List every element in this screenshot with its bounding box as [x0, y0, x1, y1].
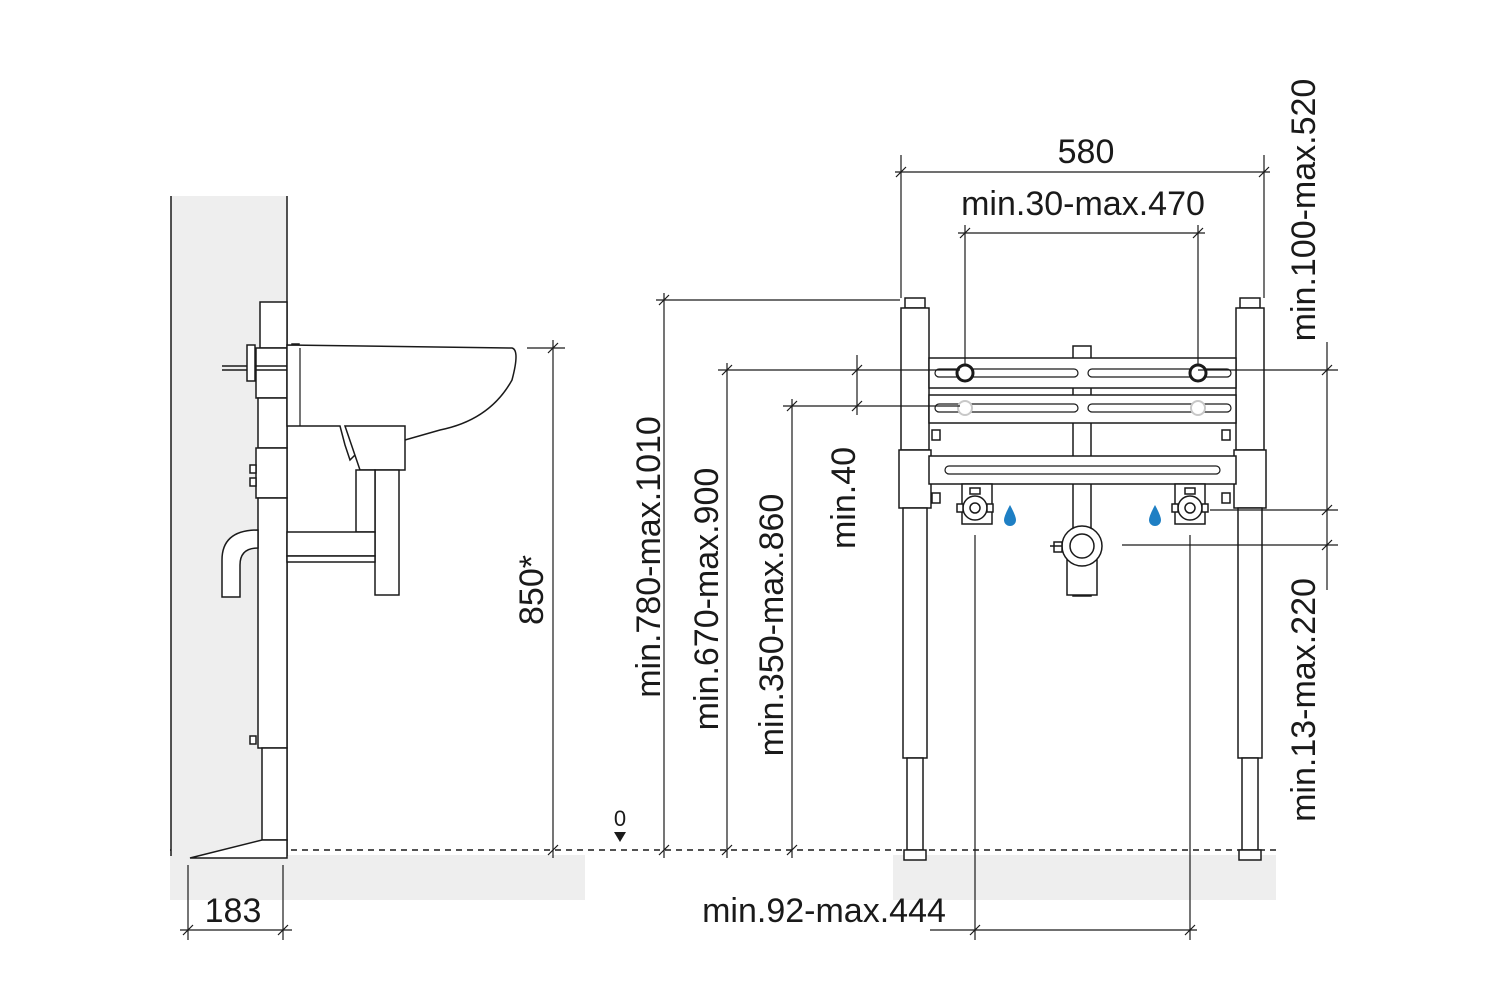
side-frame — [189, 301, 288, 859]
waste-elbow — [221, 529, 259, 598]
left-valve — [956, 483, 994, 525]
top-crossbar — [928, 357, 1237, 389]
floor — [170, 849, 1276, 900]
dim-40: min.40 — [825, 447, 863, 549]
siphon — [286, 469, 400, 596]
dim-183: 183 — [205, 892, 262, 930]
dim-350-860: min.350-max.860 — [753, 494, 791, 757]
dim-13-220: min.13-max.220 — [1285, 578, 1323, 822]
zero-label: 0 — [614, 806, 626, 831]
dim-670-900: min.670-max.900 — [688, 468, 726, 731]
right-valve — [1171, 483, 1209, 525]
right-post — [1221, 297, 1267, 861]
dim-30-470: min.30-max.470 — [961, 185, 1205, 223]
waste-outlet — [1050, 525, 1103, 567]
second-crossbar — [928, 394, 1237, 424]
front-view — [898, 297, 1267, 940]
dim-780-1010: min.780-max.1010 — [630, 416, 668, 698]
dim-850: 850* — [513, 555, 551, 625]
water-drop-icon — [1004, 505, 1016, 526]
side-view — [170, 196, 517, 859]
dim-580: 580 — [1058, 133, 1115, 171]
dim-92-444: min.92-max.444 — [702, 892, 946, 930]
third-crossbar — [928, 455, 1237, 485]
zero-marker-icon — [614, 832, 626, 842]
water-drop-icon — [1149, 505, 1161, 526]
dim-100-520: min.100-max.520 — [1285, 79, 1323, 342]
left-post — [898, 297, 941, 861]
dimension-lines — [180, 155, 1338, 940]
dimension-labels: 580 min.30-max.470 min.100-max.520 min.1… — [205, 79, 1323, 930]
